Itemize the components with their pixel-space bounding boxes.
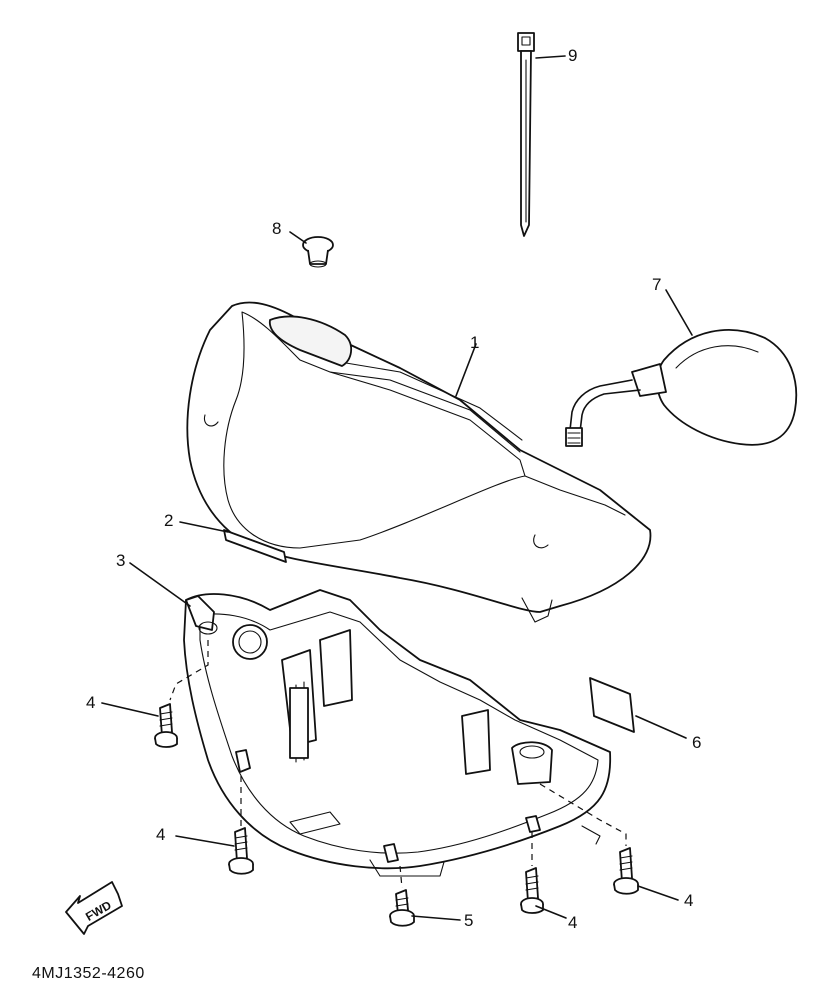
part-2-trim-strip xyxy=(223,529,287,563)
label-part-1: 1 xyxy=(470,333,479,352)
label-part-4-lower-left: 4 xyxy=(156,825,165,844)
assembly-guide-lines xyxy=(169,640,627,889)
part-number-labels: 9 8 1 7 2 3 4 6 4 5 4 4 xyxy=(86,46,701,932)
part-4-screw-lower-right xyxy=(613,847,639,895)
label-part-6: 6 xyxy=(692,733,701,752)
part-9-cable-tie xyxy=(517,32,535,237)
label-part-4-lower-right: 4 xyxy=(684,891,693,910)
label-part-9: 9 xyxy=(568,46,577,65)
diagram-code: 4MJ1352-4260 xyxy=(32,965,145,982)
fwd-direction-arrow: FWD xyxy=(65,881,123,935)
part-3-lower-handle-cover xyxy=(183,589,612,877)
label-part-7: 7 xyxy=(652,275,661,294)
part-5-bolt xyxy=(389,889,415,927)
part-4-screw-lower-left xyxy=(228,827,254,875)
part-1-upper-handle-cover xyxy=(186,301,652,623)
label-part-5: 5 xyxy=(464,911,473,930)
label-part-4-upper-left: 4 xyxy=(86,693,95,712)
label-part-2: 2 xyxy=(164,511,173,530)
part-6-label-pad xyxy=(589,677,635,733)
part-4-screw-upper-left xyxy=(154,703,178,748)
leader-lines xyxy=(101,55,693,921)
part-7-mirror xyxy=(565,329,798,447)
label-part-4-lower-center: 4 xyxy=(568,913,577,932)
label-part-3: 3 xyxy=(116,551,125,570)
part-4-screw-lower-center xyxy=(520,867,544,914)
part-8-plug xyxy=(302,236,334,268)
label-part-8: 8 xyxy=(272,219,281,238)
